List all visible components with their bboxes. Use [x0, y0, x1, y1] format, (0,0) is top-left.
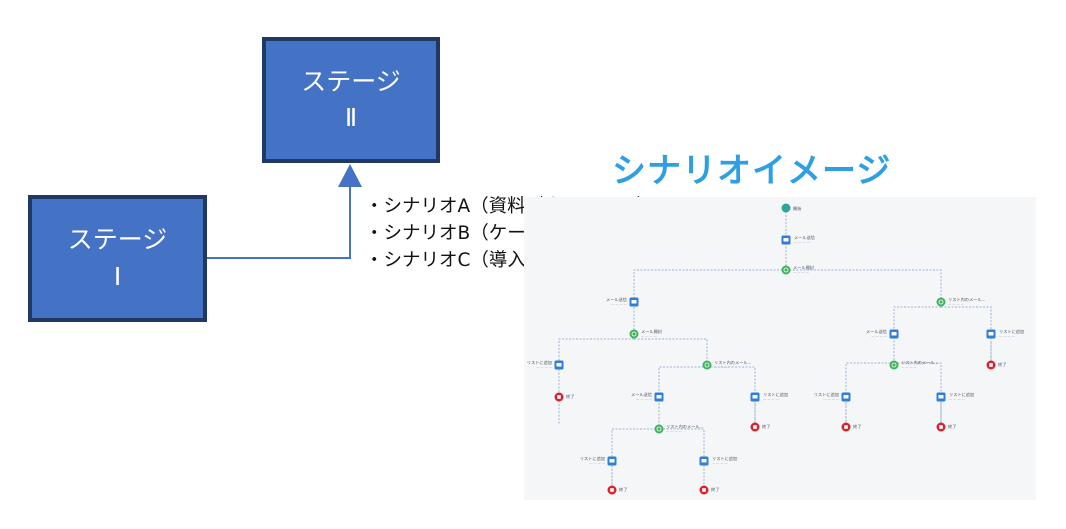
start-icon — [781, 203, 791, 213]
branch-glyph — [656, 426, 662, 432]
stage-1-label: ステージ — [67, 225, 168, 255]
email-glyph — [783, 238, 789, 242]
flow-node-label: メール送信 — [794, 234, 815, 241]
flow-node-label: メール送信 — [631, 391, 652, 398]
email-glyph — [701, 459, 707, 463]
flow-connector — [658, 366, 707, 427]
flow-connector — [845, 362, 894, 427]
flow-node-sublabel: — — — — — [611, 302, 628, 306]
email-glyph — [752, 395, 758, 399]
email-glyph — [556, 363, 562, 367]
email-glyph — [656, 395, 662, 399]
flow-node-sublabel: — — — — — [666, 429, 683, 433]
branch-icon — [654, 424, 664, 434]
flow-node-sublabel: — — — — — [999, 334, 1016, 338]
flow-connector — [634, 338, 708, 363]
flow-node-label: メール送信 — [866, 328, 887, 335]
branch-icon — [781, 265, 791, 275]
flow-node-sublabel: — — — — — [536, 365, 553, 369]
branch-glyph — [783, 267, 789, 273]
email-glyph — [843, 395, 849, 399]
flow-connector — [656, 428, 705, 487]
flow-node-sublabel: — — — — — [636, 397, 653, 401]
stage-2-numeral: Ⅱ — [344, 103, 358, 132]
branch-glyph — [631, 331, 637, 337]
flow-node-sublabel: — — — — — [712, 461, 729, 465]
flow-node-label: メール開封 — [793, 264, 814, 271]
flow-node-sublabel: — — — — — [763, 397, 780, 401]
flow-node-label: リストに追加 — [763, 391, 788, 398]
flow-node-label: 開始 — [793, 205, 802, 212]
flow-node-label: 終了 — [619, 486, 627, 493]
stage-1-box: ステージ Ⅰ — [28, 195, 207, 322]
end-glyph — [844, 425, 848, 429]
flow-node-label: 終了 — [998, 361, 1006, 368]
flow-node-label: リスト内のメール... — [666, 423, 704, 430]
flow-node-sublabel: — — — — — [641, 334, 658, 338]
end-glyph — [557, 395, 561, 399]
branch-glyph — [938, 299, 944, 305]
flow-node-sublabel: — — — — — [794, 240, 811, 244]
flow-node-label: 終了 — [948, 423, 956, 430]
flow-node-sublabel: — — — — — [823, 397, 840, 401]
flow-node-label: メール開封 — [641, 328, 662, 335]
flow-node-label: 終了 — [853, 423, 861, 430]
end-glyph — [702, 488, 706, 492]
flow-node-label: リスト内のメール... — [901, 359, 939, 366]
stage-2-label: ステージ — [301, 66, 401, 96]
flow-connector — [894, 362, 942, 427]
end-glyph — [939, 425, 943, 429]
branch-icon — [702, 360, 712, 370]
flow-node-label: 終了 — [566, 393, 574, 400]
email-glyph — [609, 459, 615, 463]
flow-node-sublabel: — — — — — [714, 365, 731, 369]
flow-node-label: 終了 — [762, 423, 770, 430]
flow-node-label: リスト内のメール... — [714, 359, 752, 366]
flow-node-sublabel: — — — — — [949, 397, 966, 401]
stage-2-box: ステージ Ⅱ — [262, 37, 440, 163]
flow-node-sublabel: — — — — — [948, 302, 965, 306]
flow-node-sublabel: — — — — — [901, 365, 918, 369]
flow-node-label: リスト内のメール... — [948, 296, 986, 303]
branch-icon — [889, 360, 899, 370]
branch-icon — [629, 329, 639, 339]
flow-node-label: リストに追加 — [999, 328, 1024, 335]
flow-node-sublabel: — — — — — [793, 270, 810, 274]
flow-node-label: メール送信 — [606, 296, 627, 303]
end-glyph — [610, 488, 614, 492]
flow-node-sublabel: — — — — — [589, 461, 606, 465]
flow-node-sublabel: — — — — — [871, 334, 888, 338]
flow-node-label: リストに追加 — [949, 391, 974, 398]
flow-connector — [707, 366, 756, 427]
end-glyph — [989, 363, 993, 367]
flow-connector — [633, 269, 786, 334]
flow-connector — [941, 306, 992, 363]
image-title: シナリオイメージ — [612, 151, 892, 191]
branch-glyph — [891, 362, 897, 368]
email-glyph — [988, 332, 994, 336]
flow-connector — [893, 306, 941, 363]
flow-connector — [558, 338, 634, 397]
branch-icon — [936, 297, 946, 307]
email-glyph — [891, 332, 897, 336]
flow-node-label: リストに追加 — [712, 455, 737, 462]
flow-node-label: リストに追加 — [580, 455, 605, 462]
branch-glyph — [704, 362, 710, 368]
email-glyph — [631, 300, 637, 304]
stage-1-numeral: Ⅰ — [113, 261, 122, 291]
flow-connector — [611, 428, 656, 487]
flow-node-label: リストに追加 — [527, 359, 552, 366]
flow-node-label: 終了 — [711, 486, 719, 493]
email-glyph — [938, 395, 944, 399]
flow-connector — [786, 269, 942, 302]
flow-node-label: リストに追加 — [814, 391, 839, 398]
end-glyph — [753, 425, 757, 429]
